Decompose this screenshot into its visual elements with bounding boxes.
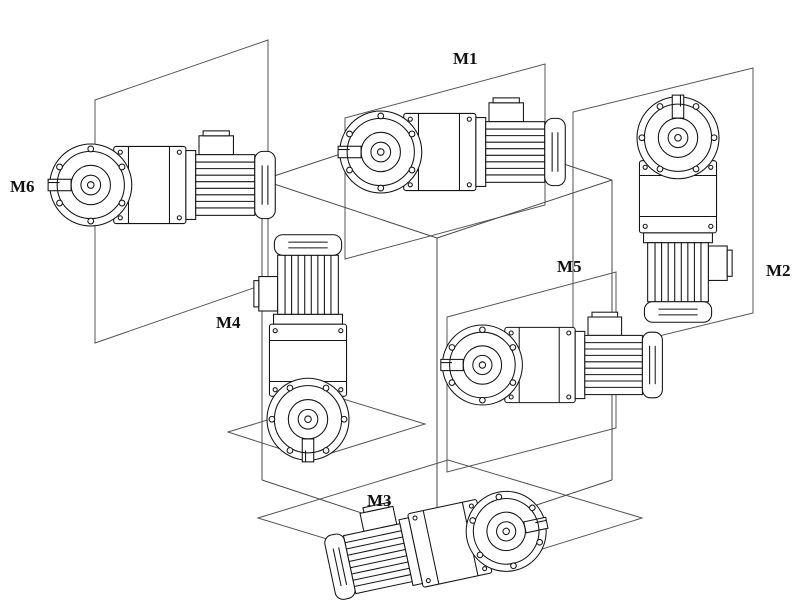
label-m5: M5 <box>557 257 582 276</box>
mounting-plane-m2 <box>572 67 754 358</box>
label-m3: M3 <box>367 491 392 510</box>
label-m4: M4 <box>216 313 241 332</box>
label-m1: M1 <box>453 49 478 68</box>
label-m6: M6 <box>10 177 35 196</box>
gearmotor-m5 <box>440 311 663 406</box>
gearmotor-m1 <box>337 97 566 194</box>
gearmotor-m6 <box>47 130 276 227</box>
mounting-plane-m1 <box>344 63 546 260</box>
label-m2: M2 <box>766 261 791 280</box>
mounting-plane-m5 <box>446 271 617 473</box>
gearmotor-m2 <box>636 94 733 323</box>
